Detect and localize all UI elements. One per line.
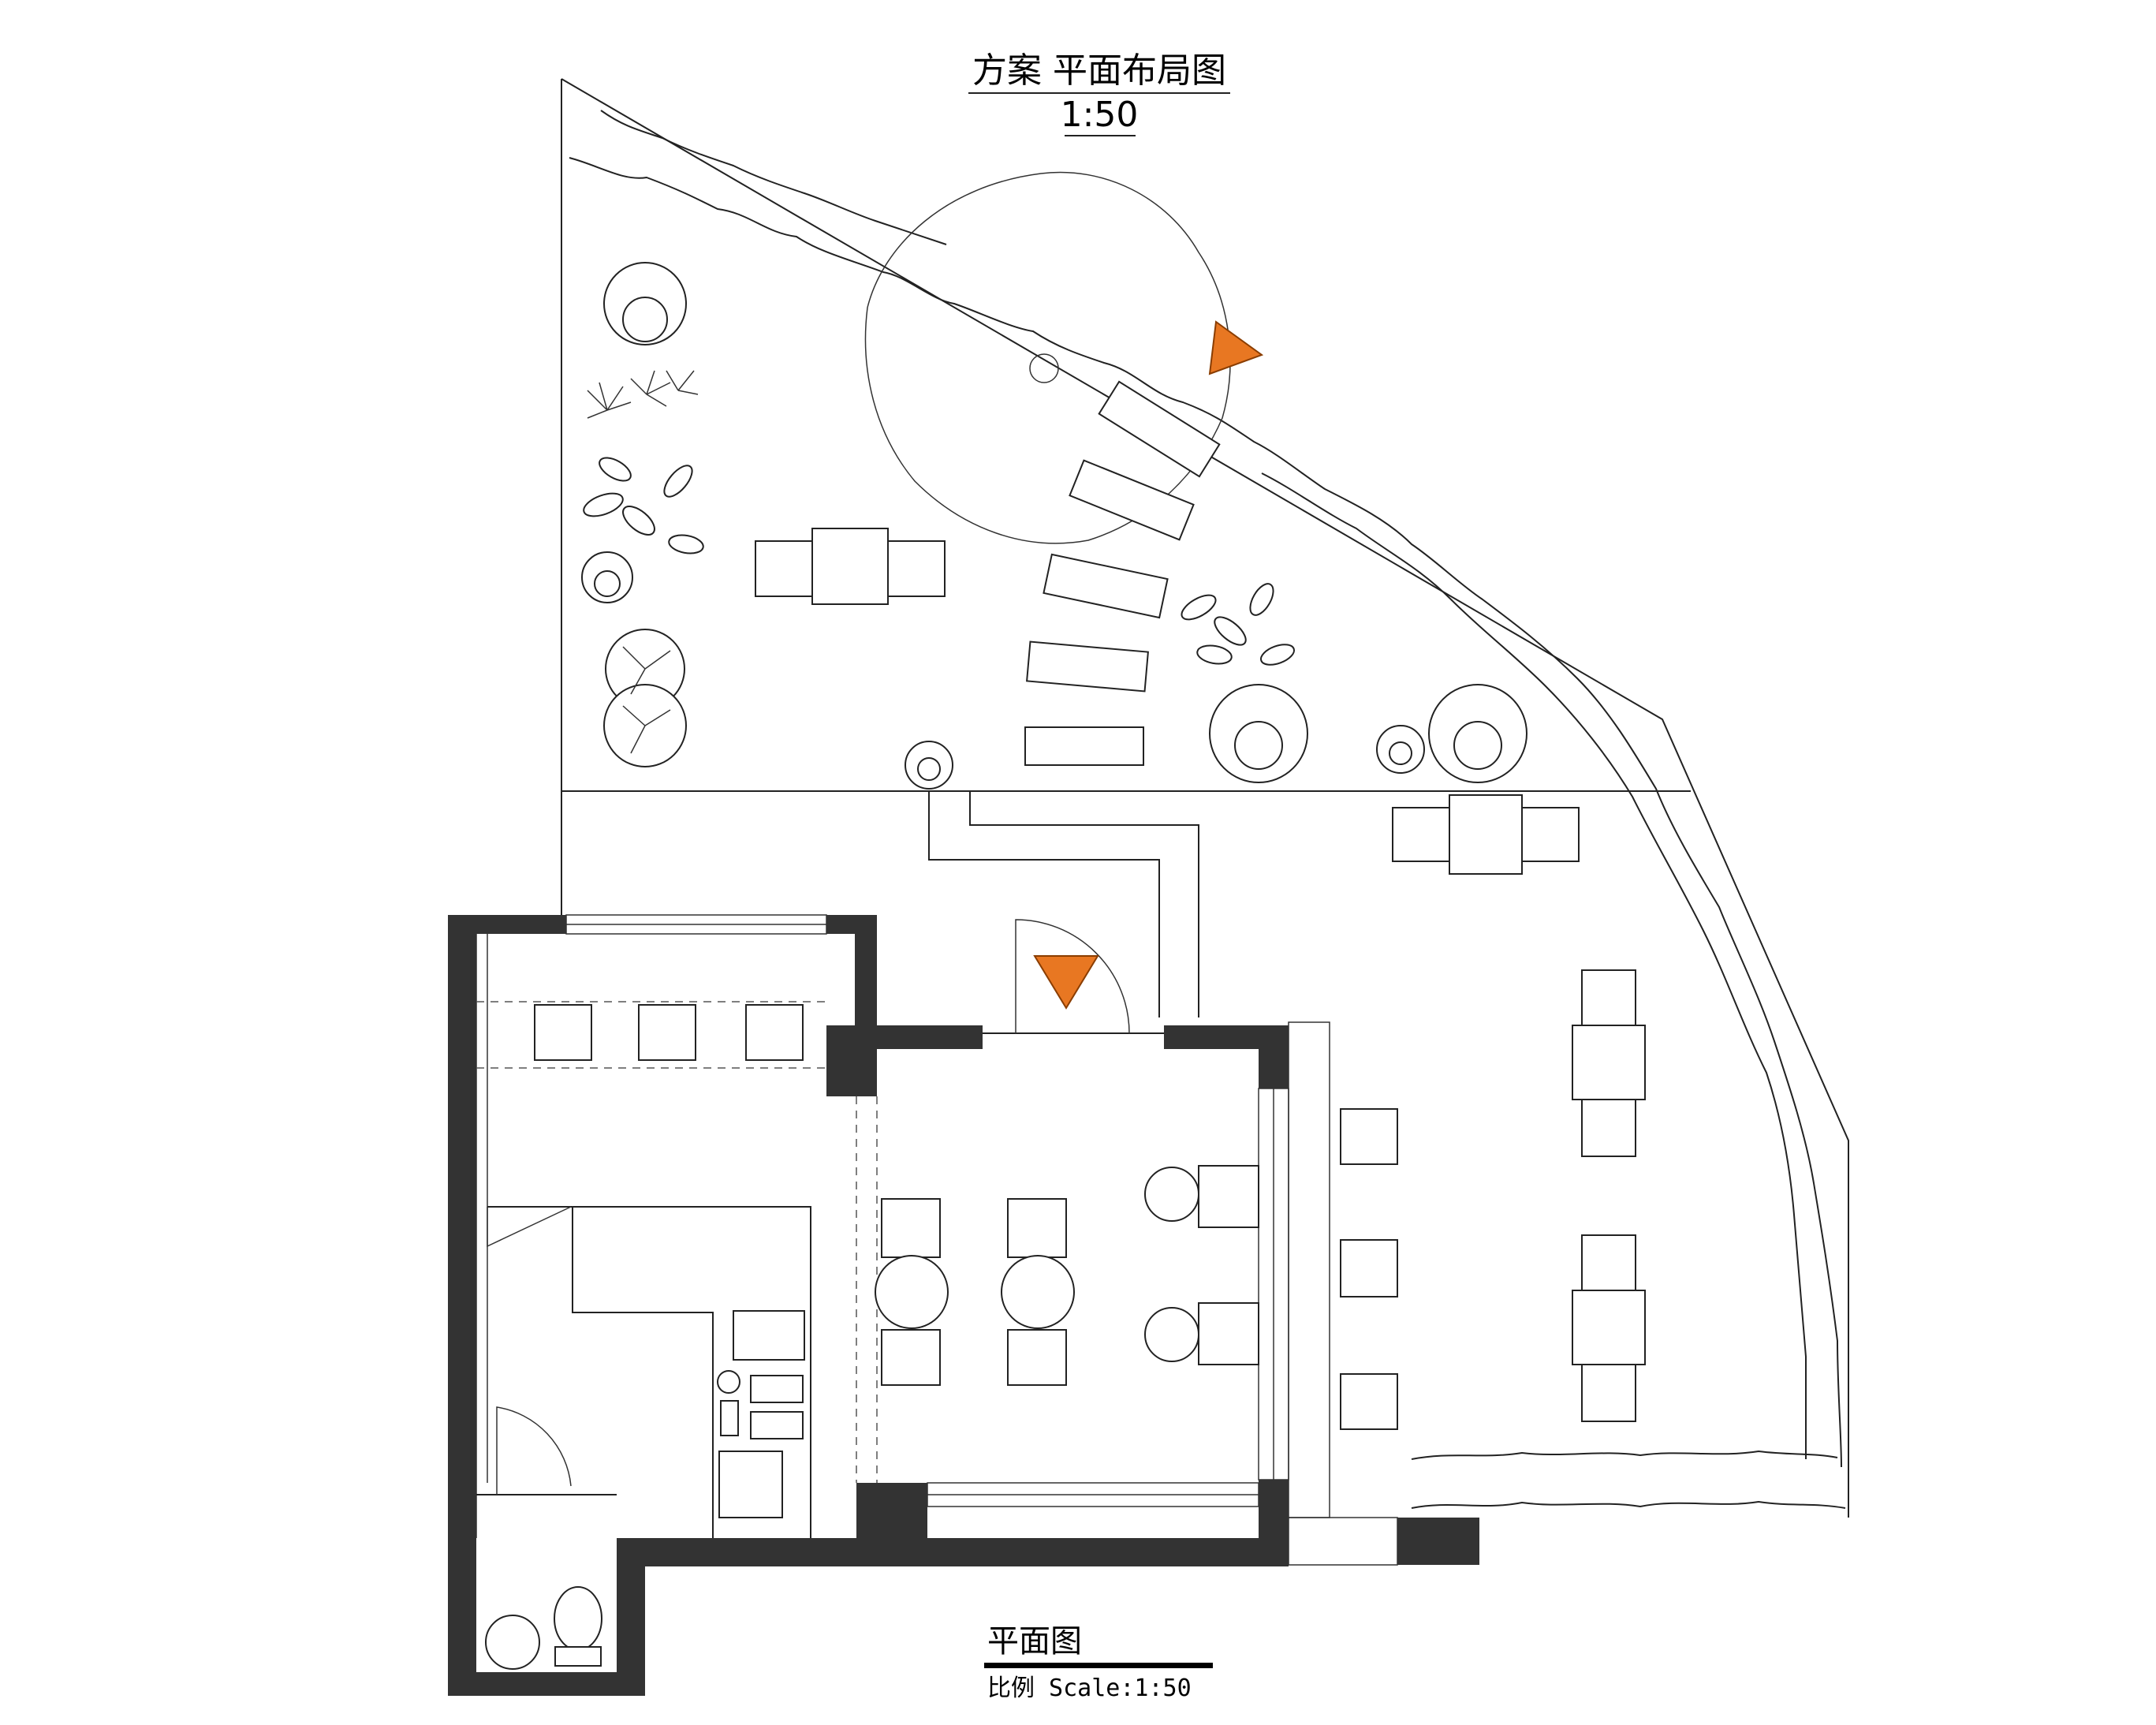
tree-trunk — [1029, 353, 1059, 383]
service-counter — [487, 1206, 811, 1538]
garden-table-set-2 — [1392, 794, 1580, 875]
cafe-seating — [875, 1165, 1259, 1386]
view-markers — [1033, 320, 1264, 1010]
terrace-table-set-1 — [1572, 969, 1646, 1157]
stepping-stone — [1043, 553, 1169, 619]
counter-appliance — [733, 1310, 805, 1361]
chair — [1007, 1198, 1067, 1258]
washbasin-icon — [485, 1615, 540, 1670]
wall-core — [826, 1025, 877, 1096]
round-table — [1144, 1167, 1199, 1222]
title-block: 方案 平面布局图 1:50 — [968, 50, 1230, 136]
chair — [881, 1329, 941, 1386]
washroom — [476, 1406, 617, 1670]
tree-icon — [603, 629, 687, 767]
caption-block: 平面图 比例 Scale:1:50 — [984, 1623, 1213, 1702]
drawing-title-scale: 1:50 — [1061, 95, 1139, 135]
terrace-stool — [1340, 1373, 1398, 1430]
view-marker-icon — [1033, 955, 1099, 1010]
counter-appliance — [750, 1411, 804, 1439]
view-marker-icon — [1208, 320, 1264, 375]
plan-caption: 平面图 — [987, 1623, 1082, 1660]
garden-table — [811, 528, 889, 605]
drawing-title: 方案 平面布局图 — [972, 50, 1226, 91]
wall-east-pier — [1259, 1025, 1289, 1088]
stepping-stone — [1026, 640, 1149, 693]
caption-underline — [984, 1663, 1213, 1668]
stepping-stone — [1098, 380, 1221, 478]
building-walls — [448, 915, 1479, 1696]
leafy-plant-icon — [1181, 583, 1296, 666]
interior — [476, 934, 1259, 1670]
counter-appliance — [750, 1375, 804, 1403]
windows — [565, 914, 1398, 1566]
side-glazing — [1288, 1021, 1330, 1518]
round-table — [1001, 1255, 1075, 1329]
plants — [581, 262, 1527, 790]
chair — [1198, 1302, 1259, 1365]
grass-clump-icon — [587, 370, 699, 419]
chair — [881, 1198, 941, 1258]
terrace-stool — [1340, 1239, 1398, 1297]
bar-stool — [534, 1004, 592, 1061]
terrace-stools — [1340, 1108, 1398, 1430]
shrub-icon — [603, 262, 687, 345]
round-table — [875, 1255, 949, 1329]
entry-path — [928, 791, 1199, 1017]
stepping-stone — [1024, 726, 1144, 766]
shrub-icon — [1428, 684, 1527, 783]
shrub-icon — [905, 741, 953, 790]
shrub-icon — [581, 551, 633, 603]
chair — [1198, 1165, 1259, 1228]
door-swing-icon — [1015, 919, 1130, 1034]
site-boundary — [561, 78, 1849, 1518]
plan-scale-caption: 比例 Scale:1:50 — [987, 1675, 1192, 1702]
wall-outer-pier — [1397, 1518, 1479, 1565]
wall-north-left — [448, 915, 566, 934]
terrace-table — [1572, 1025, 1646, 1100]
chair — [1007, 1329, 1067, 1386]
wall-toilet-south — [448, 1672, 645, 1696]
washroom-door-icon — [496, 1406, 572, 1495]
stepping-stone — [1069, 459, 1195, 541]
counter-appliance — [720, 1400, 739, 1436]
terrace-stool — [1340, 1108, 1398, 1165]
stepping-stones — [1024, 380, 1221, 766]
hedge-upper — [569, 110, 1846, 1509]
shrub-icon — [1376, 725, 1425, 774]
wall-pier — [855, 915, 877, 1025]
bar-stool — [638, 1004, 696, 1061]
leafy-plant-icon — [583, 457, 704, 554]
toilet-icon — [554, 1586, 602, 1651]
round-table — [1144, 1307, 1199, 1362]
toilet-tank-icon — [554, 1646, 602, 1667]
entry-door — [983, 919, 1164, 1034]
wall-south-long — [645, 1538, 1289, 1566]
garden-table-set-1 — [755, 528, 946, 605]
wall-toilet-east — [617, 1538, 645, 1696]
terrace-table — [1572, 1290, 1646, 1365]
wall-west — [448, 915, 476, 1696]
bar-stool — [745, 1004, 804, 1061]
counter-sink-icon — [717, 1370, 740, 1394]
garden-table — [1449, 794, 1523, 875]
tree-canopy-large — [864, 171, 1231, 544]
shrub-icon — [1209, 684, 1308, 783]
counter-appliance — [718, 1451, 783, 1518]
terrace-table-set-2 — [1572, 1234, 1646, 1422]
wall-entry-left — [877, 1025, 983, 1049]
threshold — [1288, 1517, 1398, 1566]
counter-stools — [534, 1004, 804, 1061]
